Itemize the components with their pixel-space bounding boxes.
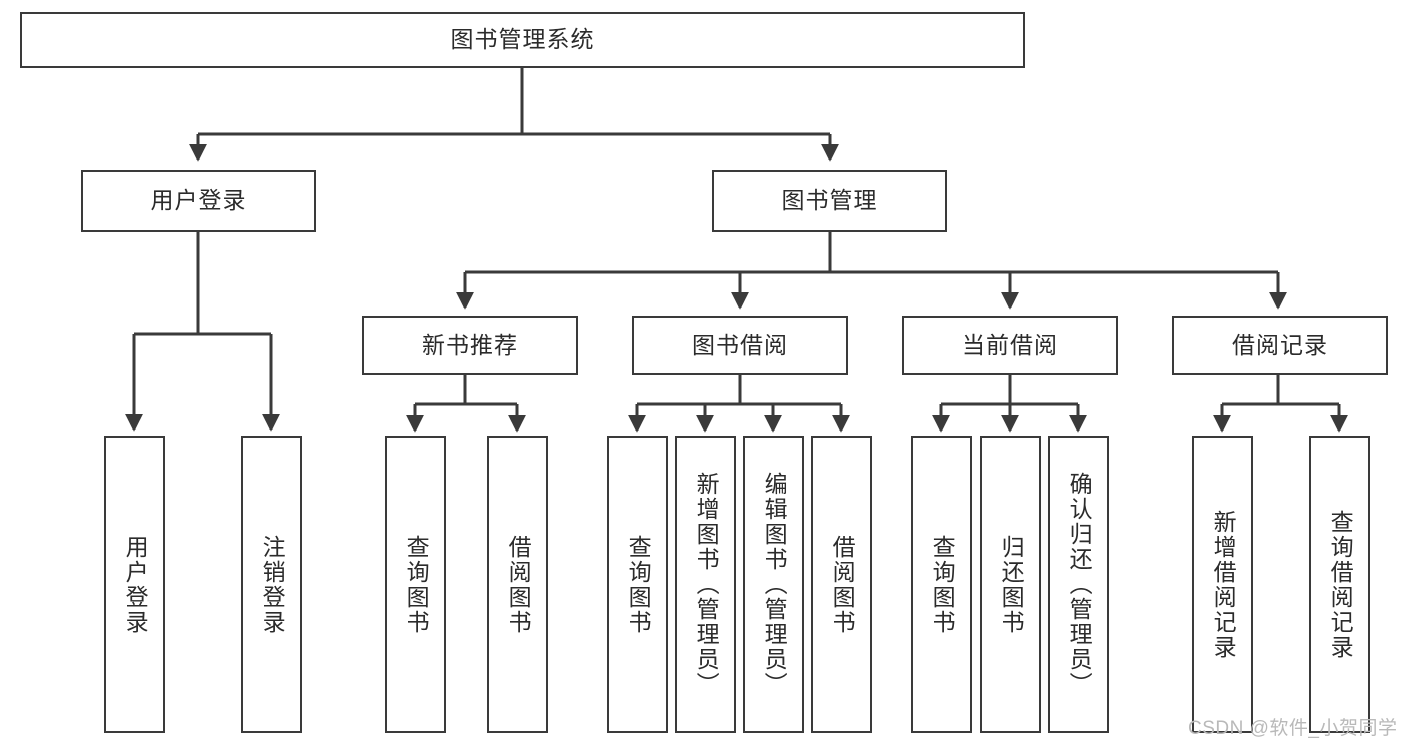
leaf-query-book-3-label: 查询图书 xyxy=(929,534,956,635)
leaf-add-book-label: 新增图书（管理员） xyxy=(693,472,720,697)
leaf-query-book-2[interactable]: 查询图书 xyxy=(607,436,668,733)
leaf-add-book[interactable]: 新增图书（管理员） xyxy=(675,436,736,733)
leaf-add-record[interactable]: 新增借阅记录 xyxy=(1192,436,1253,733)
leaf-logout-login[interactable]: 注销登录 xyxy=(241,436,302,733)
leaf-user-login-label: 用户登录 xyxy=(122,534,149,635)
leaf-edit-book[interactable]: 编辑图书（管理员） xyxy=(743,436,804,733)
leaf-query-record-label: 查询借阅记录 xyxy=(1327,509,1354,660)
leaf-query-book-3[interactable]: 查询图书 xyxy=(911,436,972,733)
leaf-edit-book-label: 编辑图书（管理员） xyxy=(761,472,788,697)
node-new-book-recommend[interactable]: 新书推荐 xyxy=(362,316,578,375)
node-book-manage[interactable]: 图书管理 xyxy=(712,170,947,232)
leaf-query-book-1-label: 查询图书 xyxy=(403,534,430,635)
node-new-book-recommend-label: 新书推荐 xyxy=(422,331,518,358)
node-root[interactable]: 图书管理系统 xyxy=(20,12,1025,68)
watermark: CSDN @软件_小贺同学 xyxy=(1188,718,1398,739)
leaf-borrow-book-2-label: 借阅图书 xyxy=(829,534,856,635)
leaf-confirm-return[interactable]: 确认归还（管理员） xyxy=(1048,436,1109,733)
node-borrow-record-label: 借阅记录 xyxy=(1232,331,1328,358)
node-borrow-record[interactable]: 借阅记录 xyxy=(1172,316,1388,375)
leaf-return-book[interactable]: 归还图书 xyxy=(980,436,1041,733)
leaf-query-book-2-label: 查询图书 xyxy=(625,534,652,635)
leaf-borrow-book-1-label: 借阅图书 xyxy=(505,534,532,635)
leaf-user-login[interactable]: 用户登录 xyxy=(104,436,165,733)
leaf-query-book-1[interactable]: 查询图书 xyxy=(385,436,446,733)
leaf-query-record[interactable]: 查询借阅记录 xyxy=(1309,436,1370,733)
node-book-manage-label: 图书管理 xyxy=(781,187,878,214)
leaf-logout-login-label: 注销登录 xyxy=(259,534,286,635)
leaf-borrow-book-1[interactable]: 借阅图书 xyxy=(487,436,548,733)
leaf-borrow-book-2[interactable]: 借阅图书 xyxy=(811,436,872,733)
leaf-confirm-return-label: 确认归还（管理员） xyxy=(1066,472,1093,697)
node-current-borrow[interactable]: 当前借阅 xyxy=(902,316,1118,375)
leaf-return-book-label: 归还图书 xyxy=(998,534,1025,635)
leaf-add-record-label: 新增借阅记录 xyxy=(1210,509,1237,660)
node-current-borrow-label: 当前借阅 xyxy=(962,331,1058,358)
node-user-login-label: 用户登录 xyxy=(150,187,247,214)
node-book-borrow[interactable]: 图书借阅 xyxy=(632,316,848,375)
node-user-login[interactable]: 用户登录 xyxy=(81,170,316,232)
node-root-label: 图书管理系统 xyxy=(450,26,595,53)
node-book-borrow-label: 图书借阅 xyxy=(692,331,788,358)
